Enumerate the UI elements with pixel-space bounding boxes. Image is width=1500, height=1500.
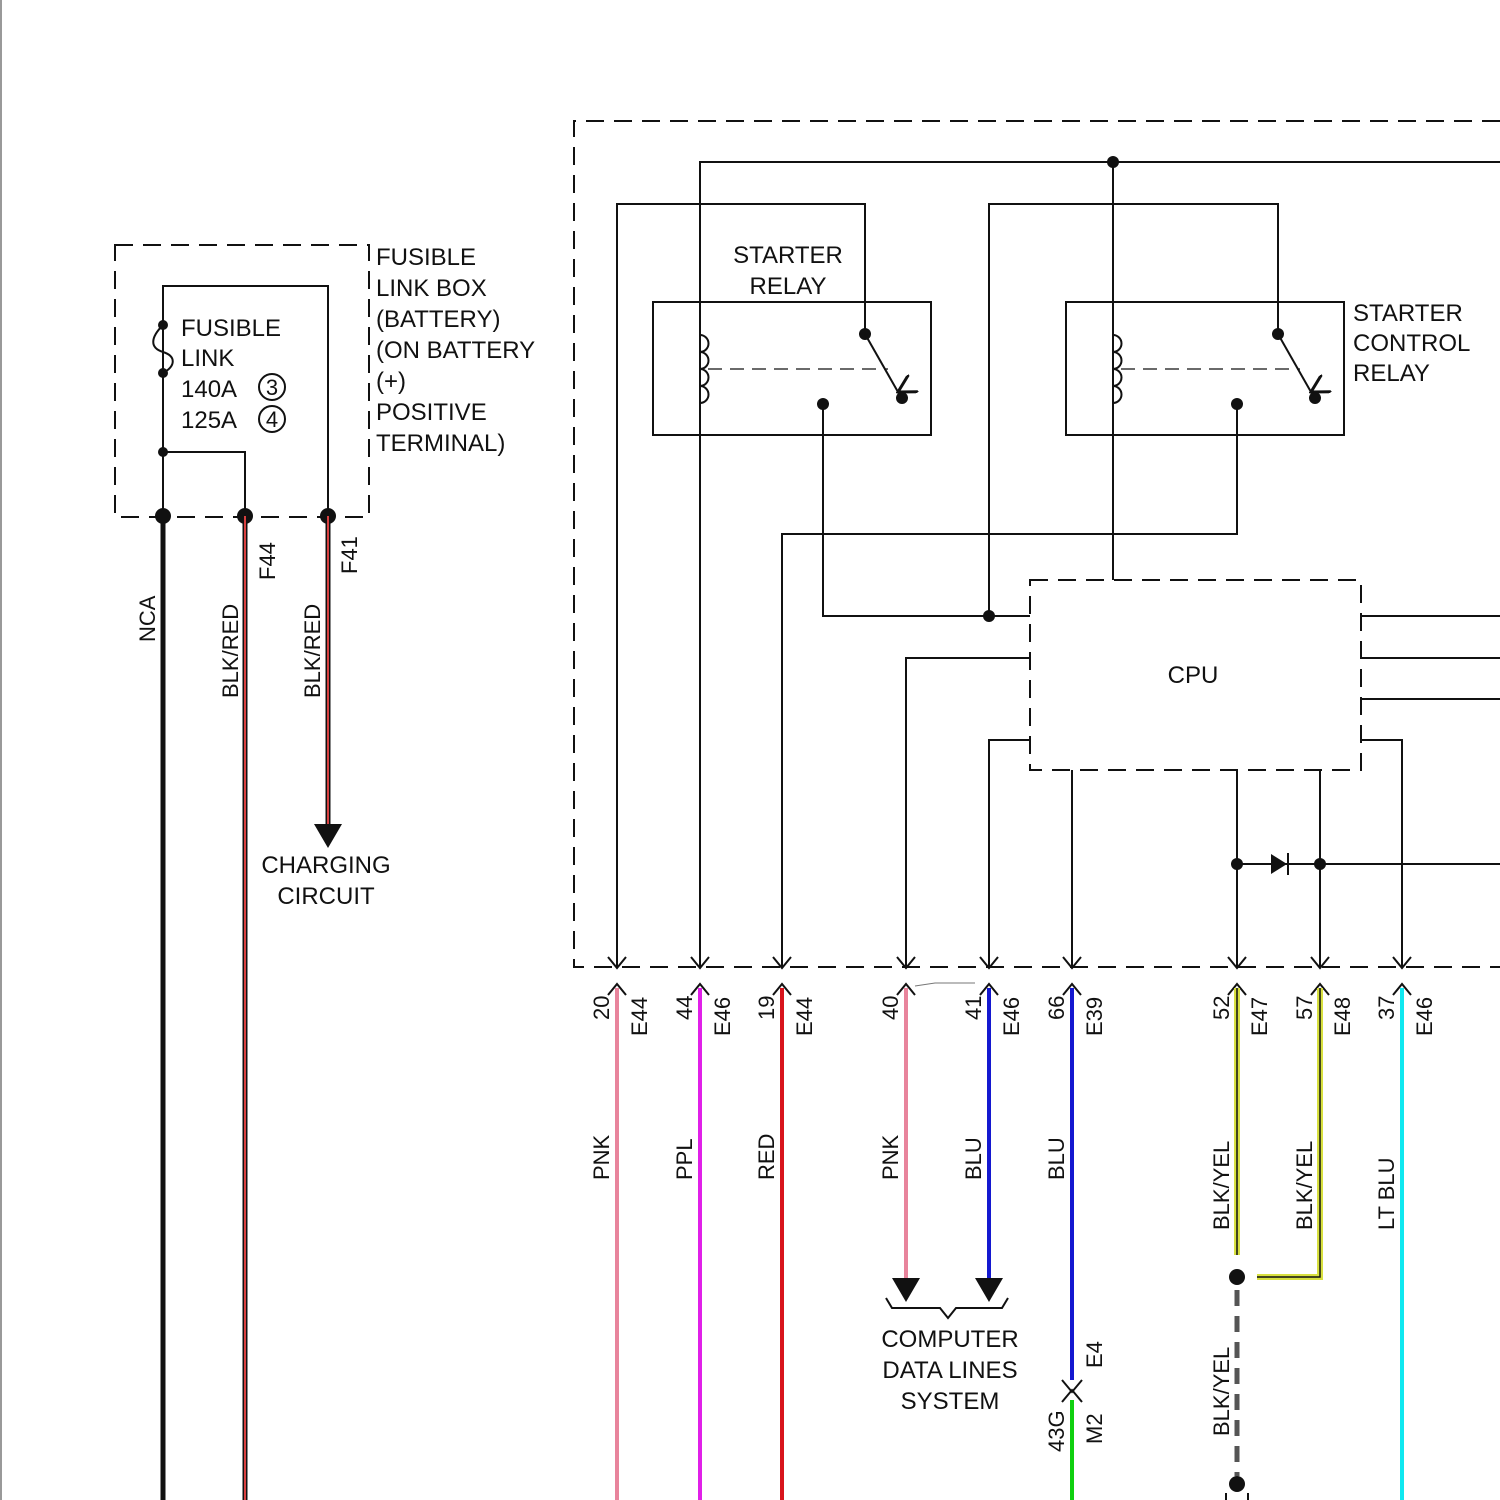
pin-number: 19 <box>754 996 779 1020</box>
pin-connector: E44 <box>792 997 817 1036</box>
wire-color-label: LT BLU <box>1374 1157 1399 1230</box>
link-box-title-6: POSITIVE <box>376 399 487 426</box>
relay-coil-icon <box>1113 335 1122 403</box>
link-box-title-3: (BATTERY) <box>376 306 500 333</box>
diode-icon <box>1271 854 1287 874</box>
wire-color-label: BLU <box>961 1137 986 1180</box>
module-outline <box>574 121 1500 967</box>
pin-connector: E48 <box>1330 997 1355 1036</box>
data-lines-label-1: COMPUTER <box>881 1326 1018 1353</box>
pin-37: 37 E46 LT BLU <box>1374 957 1437 1500</box>
pin-number: 37 <box>1374 996 1399 1020</box>
rating-140a: 140A <box>181 376 237 403</box>
pin-number: 52 <box>1209 996 1234 1020</box>
e4-m2-connector: E4 43G M2 <box>1044 1341 1107 1500</box>
rating-ref-4: 4 <box>266 407 278 432</box>
link-box-title-7: TERMINAL) <box>376 430 505 457</box>
splice-point <box>1229 1269 1245 1285</box>
left-wires: NCA BLK/RED F44 BLK/RED F41 CHARGING CIR… <box>135 516 391 1500</box>
starter-relay-label-2: RELAY <box>750 273 827 300</box>
pin-43g: 43G <box>1044 1410 1069 1452</box>
data-lines-brace <box>886 1298 1008 1318</box>
starter-relay: STARTER RELAY <box>653 242 931 435</box>
pin-connector: E46 <box>999 997 1024 1036</box>
connector-m2: M2 <box>1082 1413 1107 1444</box>
control-relay-label-1: STARTER <box>1353 300 1463 327</box>
pin-number: 40 <box>878 996 903 1020</box>
rating-ref-3: 3 <box>266 375 278 400</box>
data-line-arrow-pnk <box>892 1278 920 1302</box>
pin-number: 20 <box>589 996 614 1020</box>
charging-label-1: CHARGING <box>261 852 390 879</box>
pin-number: 41 <box>961 996 986 1020</box>
pin-number: 44 <box>672 996 697 1020</box>
control-relay-label-3: RELAY <box>1353 360 1430 387</box>
link-box-title-4: (ON BATTERY <box>376 337 535 364</box>
pin-connector: E46 <box>710 997 735 1036</box>
starter-control-relay: STARTER CONTROL RELAY <box>1066 300 1470 435</box>
nca-label: NCA <box>135 595 160 642</box>
pin-connector: E47 <box>1247 997 1272 1036</box>
fusible-link-box: FUSIBLE LINK 140A 125A 3 4 FUSIBLE LINK … <box>115 244 535 524</box>
starter-relay-label-1: STARTER <box>733 242 843 269</box>
relay-switch-icon <box>1278 334 1311 392</box>
pin-connector: E44 <box>627 997 652 1036</box>
link-box-title-2: LINK BOX <box>376 275 487 302</box>
charging-label-2: CIRCUIT <box>277 883 375 910</box>
cpu-block: CPU <box>1030 580 1361 770</box>
computer-data-lines: COMPUTER DATA LINES SYSTEM <box>881 1278 1018 1415</box>
link-box-title-5: (+) <box>376 368 406 395</box>
cpu-label: CPU <box>1168 662 1219 689</box>
f41-connector: F41 <box>337 536 362 574</box>
wire-color-label: PPL <box>672 1138 697 1180</box>
fusible-link-label-2: LINK <box>181 345 234 372</box>
data-lines-label-2: DATA LINES <box>882 1357 1017 1384</box>
blk-yel-splice: BLK/YEL <box>1209 1250 1320 1500</box>
pin-52: 52 E47BLK/YEL <box>1209 957 1272 1255</box>
lower-wire-label: BLK/YEL <box>1209 1347 1234 1436</box>
wire-color-label: BLU <box>1044 1137 1069 1180</box>
fusible-link-label-1: FUSIBLE <box>181 315 281 342</box>
wire-color-label: RED <box>754 1134 779 1180</box>
relay-switch-icon <box>865 334 898 392</box>
pin-number: 66 <box>1044 996 1069 1020</box>
wire-color-label: PNK <box>589 1134 614 1180</box>
pin-connector: E46 <box>1412 997 1437 1036</box>
rating-125a: 125A <box>181 407 237 434</box>
relay-coil-icon <box>700 335 709 403</box>
connector-e4: E4 <box>1082 1341 1107 1368</box>
f44-wire-color: BLK/RED <box>218 604 243 698</box>
pin-connector: E39 <box>1082 997 1107 1036</box>
wire-color-label: PNK <box>878 1134 903 1180</box>
wire-color-label: BLK/YEL <box>1292 1141 1317 1230</box>
link-box-title-1: FUSIBLE <box>376 244 476 271</box>
f41-wire-color: BLK/RED <box>300 604 325 698</box>
data-lines-label-3: SYSTEM <box>901 1388 1000 1415</box>
wire-color-label: BLK/YEL <box>1209 1141 1234 1230</box>
charging-arrow <box>314 824 342 848</box>
pin-number: 57 <box>1292 996 1317 1020</box>
control-relay-label-2: CONTROL <box>1353 330 1470 357</box>
f44-connector: F44 <box>255 542 280 580</box>
data-line-arrow-blu <box>975 1278 1003 1302</box>
